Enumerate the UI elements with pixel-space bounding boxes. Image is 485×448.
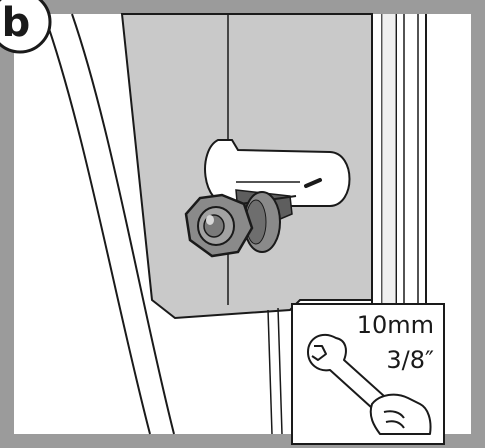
wrench-size-metric: 10mm (357, 311, 434, 339)
tool-callout: 10mm 3/8″ (292, 304, 444, 444)
wrench-size-imperial: 3/8″ (386, 346, 434, 374)
step-label: b (2, 0, 31, 46)
